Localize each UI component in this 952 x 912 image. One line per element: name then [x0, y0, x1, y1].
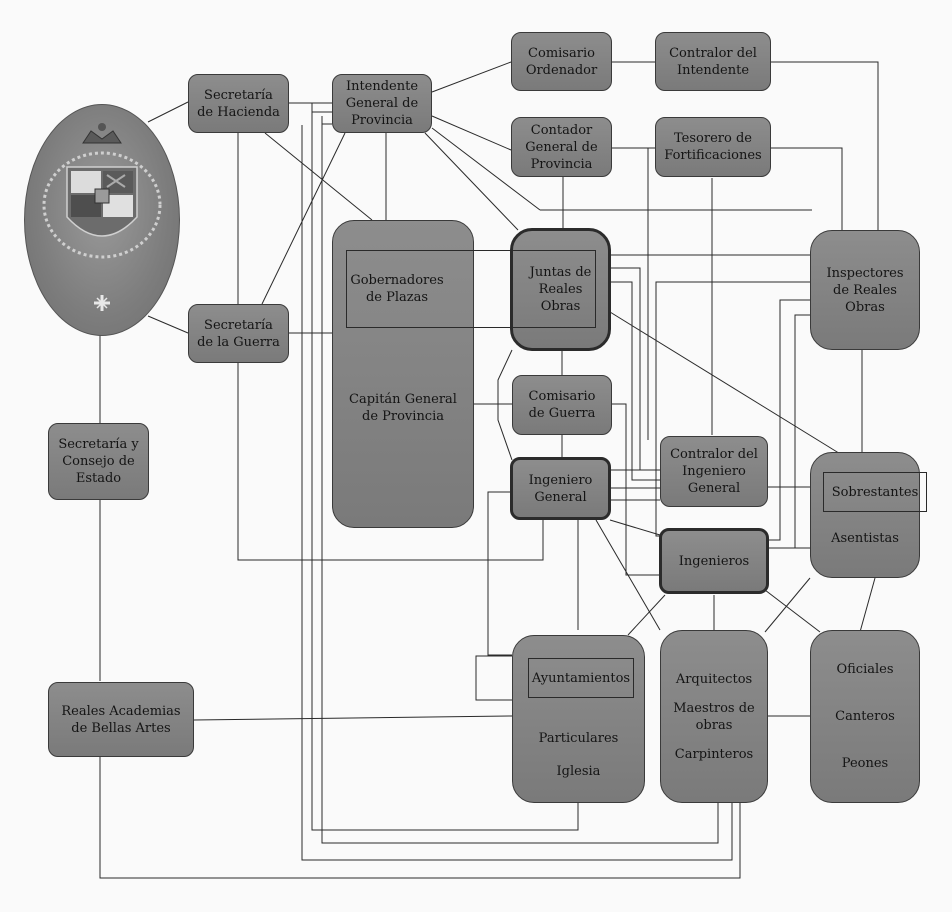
maestros-obras-label: Maestros de obras [673, 700, 755, 733]
inspectores-reales-obras-label: Inspectores de Reales Obras [826, 265, 904, 315]
secretaria-hacienda-label: Secretaría de Hacienda [197, 87, 280, 120]
sobrestantes-frame: Sobrestantes [823, 472, 927, 512]
inspectores-reales-obras-box: Inspectores de Reales Obras [810, 230, 920, 350]
secretaria-consejo-estado-label: Secretaría y Consejo de Estado [58, 437, 139, 486]
contador-general-label: Contador General de Provincia [525, 122, 598, 172]
intendente-general-label: Intendente General de Provincia [345, 79, 419, 128]
juntas-reales-obras-box: Juntas de Reales Obras [510, 228, 611, 351]
ingeniero-general-label: Ingeniero General [528, 472, 593, 505]
peones-label: Peones [841, 756, 889, 771]
ingenieros-label: Ingenieros [678, 553, 750, 569]
tesorero-fortificaciones-label: Tesorero de Fortificaciones [664, 131, 762, 163]
contralor-ingeniero-box: Contralor del Ingeniero General [660, 436, 768, 507]
secretaria-guerra-label: Secretaría de la Guerra [197, 317, 280, 350]
secretaria-hacienda-box: Secretaría de Hacienda [188, 74, 289, 133]
asentistas-label: Asentistas [831, 531, 899, 546]
reales-academias-box: Reales Academias de Bellas Artes [48, 682, 194, 757]
comisario-ordenador-label: Comisario Ordenador [525, 45, 598, 78]
capitan-general-label: Capitán General de Provincia [349, 392, 457, 424]
secretaria-guerra-box: Secretaría de la Guerra [188, 304, 289, 363]
tesorero-fortificaciones-box: Tesorero de Fortificaciones [655, 117, 771, 177]
comisario-guerra-label: Comisario de Guerra [528, 389, 596, 421]
ingenieros-box: Ingenieros [659, 528, 769, 594]
contador-general-box: Contador General de Provincia [511, 117, 612, 177]
oficiales-label: Oficiales [836, 662, 894, 677]
juntas-reales-obras-label: Juntas de Reales Obras [529, 265, 592, 314]
contralor-ingeniero-label: Contralor del Ingeniero General [670, 447, 758, 496]
sobrestantes-label: Sobrestantes [831, 484, 919, 500]
contralor-intendente-label: Contralor del Intendente [669, 45, 757, 78]
carpinteros-label: Carpinteros [674, 746, 754, 762]
intendente-general-box: Intendente General de Provincia [332, 74, 432, 133]
capitan-general-box: Capitán General de Provincia [332, 220, 474, 528]
ingeniero-general-box: Ingeniero General [510, 457, 611, 520]
reales-academias-label: Reales Academias de Bellas Artes [61, 703, 181, 736]
oficiales-box: Oficiales Canteros Peones [810, 630, 920, 803]
particulares-label: Particulares [538, 731, 619, 746]
iglesia-label: Iglesia [556, 764, 601, 779]
contralor-intendente-box: Contralor del Intendente [655, 32, 771, 91]
ayuntamientos-frame: Ayuntamientos [528, 658, 634, 698]
comisario-guerra-box: Comisario de Guerra [512, 375, 612, 435]
secretaria-consejo-estado-box: Secretaría y Consejo de Estado [48, 423, 149, 500]
particulares-iglesia-box: Particulares Iglesia [512, 635, 645, 803]
comisario-ordenador-box: Comisario Ordenador [511, 32, 612, 91]
ayuntamientos-label: Ayuntamientos [531, 670, 631, 686]
arquitectos-label: Arquitectos [675, 671, 753, 687]
asentistas-box: Asentistas [810, 452, 920, 578]
crest-drawing [42, 123, 162, 311]
gobernadores-plazas-label: Gobernadores de Plazas [350, 273, 444, 305]
royal-crest-icon [24, 104, 180, 336]
arquitectos-box: Arquitectos Maestros de obras Carpintero… [660, 630, 768, 803]
gobernadores-plazas-frame: Gobernadores de Plazas [346, 250, 596, 328]
canteros-label: Canteros [835, 709, 895, 724]
